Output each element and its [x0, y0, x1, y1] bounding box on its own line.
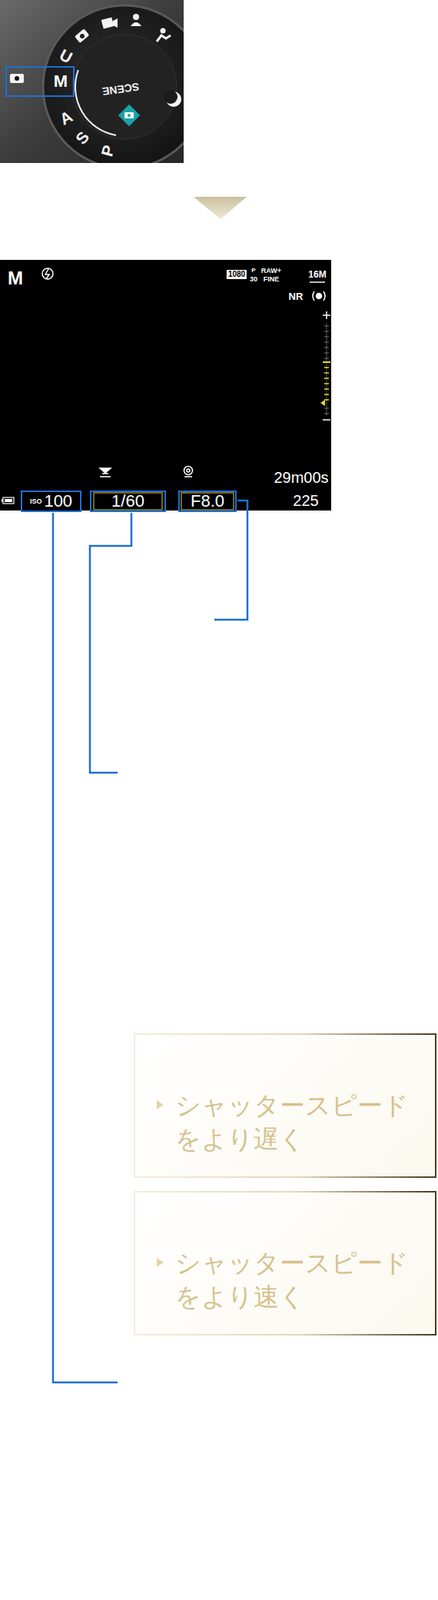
- shots-remaining: 225: [292, 492, 319, 508]
- size-underline: [309, 281, 326, 283]
- selected-value-frame: [93, 492, 163, 510]
- image-quality: FINE: [263, 275, 280, 283]
- exposure-scale: [320, 311, 331, 420]
- mode-highlight-box: M: [5, 66, 75, 97]
- leader-line: [53, 512, 118, 1382]
- battery-icon: [1, 497, 14, 504]
- scene-icon-sport: [156, 28, 171, 43]
- bullet-triangle-shape: [156, 1257, 164, 1267]
- dial-center: [72, 34, 177, 140]
- mode-letter: M: [53, 73, 68, 90]
- down-arrow: [193, 196, 247, 219]
- note-panel: シャッタースピード をより遅く: [133, 1032, 437, 1178]
- iso-highlight-box: ISO100: [20, 490, 82, 512]
- lcd-screen: [0, 259, 332, 511]
- mode-indicator: M: [7, 268, 24, 288]
- leader-line: [214, 500, 248, 620]
- image-quality: RAW+: [261, 267, 282, 275]
- selected-value-frame: [181, 492, 234, 510]
- bullet-triangle: [156, 1257, 165, 1267]
- bullet-triangle-shape: [156, 1099, 164, 1109]
- mode-dial: [43, 5, 184, 163]
- program-auto-icon: [118, 104, 140, 127]
- stabilizer-icon: [312, 291, 326, 301]
- dial-index-mark: [9, 73, 24, 83]
- note-panel: シャッタースピード をより速く: [133, 1190, 437, 1335]
- mode-dial-photo: [0, 0, 184, 163]
- movie-time-remaining: 29m00s: [273, 469, 329, 485]
- note-text: シャッタースピード をより遅く: [175, 1088, 417, 1156]
- iso-value: 100: [43, 492, 73, 510]
- scene-icon-movie: [101, 16, 118, 29]
- dial-arc: [75, 69, 117, 136]
- note-text: シャッタースピード をより速く: [175, 1245, 417, 1314]
- frame-rate: 30: [249, 275, 258, 283]
- scene-icon-camera-c: [74, 28, 90, 44]
- scene-icon-portrait: [130, 13, 142, 27]
- aperture-icon: [184, 466, 193, 478]
- shutter-value: 1/60: [111, 492, 145, 510]
- aperture-value: F8.0: [190, 492, 225, 510]
- iso-caption: ISO: [29, 497, 43, 505]
- image-size: 16M: [308, 269, 326, 279]
- frame-rate-mode: P: [251, 267, 256, 274]
- shutter-highlight-box: 1/60: [89, 490, 166, 512]
- aperture-highlight-box: F8.0: [178, 490, 237, 512]
- leader-line: [89, 512, 132, 773]
- scene-icon-night: [163, 89, 182, 107]
- movie-size: 1080: [226, 269, 247, 279]
- noise-reduction: NR: [288, 291, 304, 302]
- flash-off-icon: [42, 268, 54, 279]
- shutter-icon: [99, 467, 111, 477]
- bullet-triangle: [156, 1099, 165, 1109]
